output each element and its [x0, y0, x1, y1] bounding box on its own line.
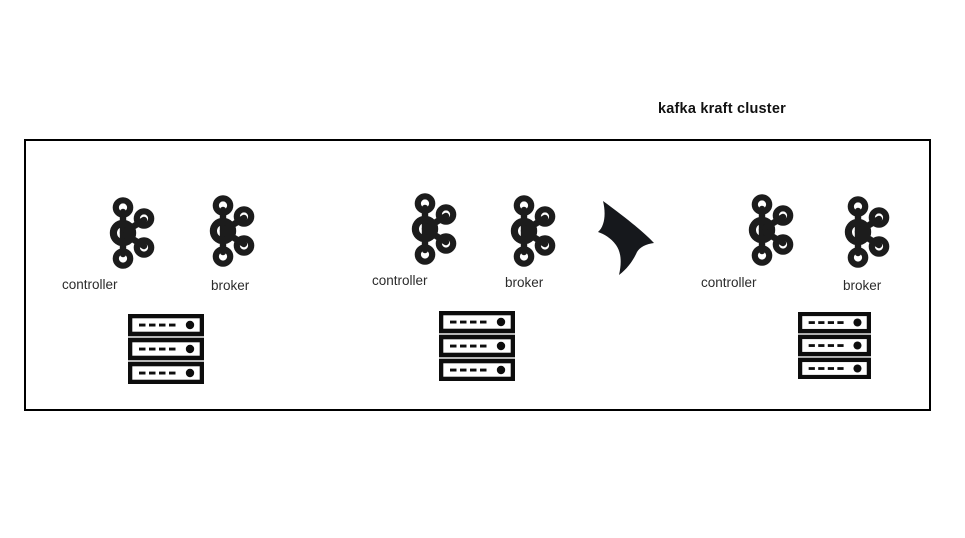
- server-rack-icon[interactable]: [439, 311, 515, 381]
- node-group-3: controller: [666, 141, 933, 409]
- node-group-2: controller: [332, 141, 654, 409]
- broker-label-1: broker: [211, 278, 250, 293]
- node-group-1: controller: [26, 141, 326, 409]
- controller-label-3: controller: [701, 275, 757, 290]
- server-rack-icon[interactable]: [128, 314, 204, 384]
- kafka-cluster-container: controller: [24, 139, 931, 411]
- arrow-cursor-icon[interactable]: [597, 199, 659, 277]
- controller-label-2: controller: [372, 273, 428, 288]
- broker-label-3: broker: [843, 278, 882, 293]
- kafka-logo-icon: [507, 193, 559, 269]
- kafka-logo-icon: [408, 191, 460, 267]
- controller-label-1: controller: [62, 277, 118, 292]
- server-rack-icon[interactable]: [798, 312, 871, 379]
- kafka-logo-icon: [106, 195, 158, 271]
- kafka-logo-icon: [206, 193, 258, 269]
- kafka-logo-icon: [841, 194, 893, 270]
- kafka-logo-icon: [745, 192, 797, 268]
- broker-label-2: broker: [505, 275, 544, 290]
- page-title: kafka kraft cluster: [658, 101, 786, 117]
